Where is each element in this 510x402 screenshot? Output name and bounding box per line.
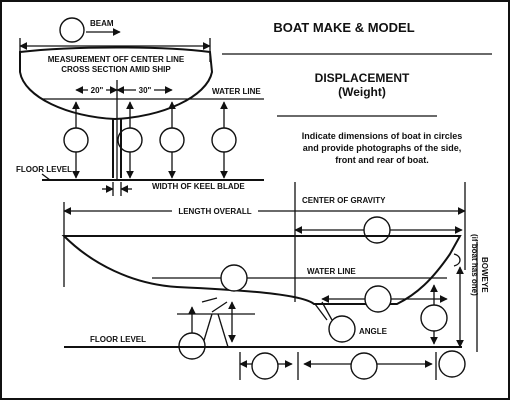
length-label-bg bbox=[172, 204, 258, 216]
form-title: BOAT MAKE & MODEL bbox=[273, 20, 414, 35]
front-water-line-label: WATER LINE bbox=[212, 87, 261, 96]
depth-circle-3[interactable] bbox=[159, 127, 185, 153]
bunk-leg-2 bbox=[217, 313, 229, 348]
bow-height-circle[interactable] bbox=[420, 304, 448, 332]
keel-width-label: WIDTH OF KEEL BLADE bbox=[152, 182, 245, 191]
bow-support-circle[interactable] bbox=[350, 352, 378, 380]
offset-20-bg bbox=[88, 84, 106, 94]
instructions-line-3: front and rear of boat. bbox=[335, 155, 429, 165]
side-floor-level-label: FLOOR LEVEL bbox=[90, 335, 146, 344]
beam-circle[interactable] bbox=[59, 17, 85, 43]
boweye-label: BOWEYE bbox=[480, 257, 489, 293]
keel-blade bbox=[112, 119, 122, 178]
trailer-support-circle[interactable] bbox=[364, 285, 392, 313]
center-of-gravity-label: CENTER OF GRAVITY bbox=[302, 196, 386, 205]
beam-label: BEAM bbox=[90, 19, 114, 28]
cg-distance-circle[interactable] bbox=[363, 216, 391, 244]
hull-side-profile bbox=[61, 235, 462, 305]
offset-30-label: 30" bbox=[139, 86, 152, 95]
instructions-line-1: Indicate dimensions of boat in circles bbox=[302, 131, 463, 141]
depth-circle-2[interactable] bbox=[117, 127, 143, 153]
front-floor-level-label: FLOOR LEVEL bbox=[16, 165, 72, 174]
instructions-line-2: and provide photographs of the side, bbox=[303, 143, 462, 153]
angle-label: ANGLE bbox=[359, 327, 388, 336]
measurement-label-1: MEASUREMENT OFF CENTER LINE bbox=[48, 55, 185, 64]
measurement-label-2: CROSS SECTION AMID SHIP bbox=[61, 65, 171, 74]
boweye-note: (if boat has one) bbox=[470, 234, 479, 296]
boweye-height-circle[interactable] bbox=[438, 350, 466, 378]
hull-cross-section bbox=[19, 46, 214, 121]
boweye-marker bbox=[453, 253, 461, 267]
weight-label: (Weight) bbox=[338, 85, 386, 99]
displacement-label: DISPLACEMENT bbox=[315, 71, 410, 85]
side-water-line-label: WATER LINE bbox=[307, 267, 356, 276]
stern-support-circle[interactable] bbox=[251, 352, 279, 380]
floor-level-leader bbox=[41, 173, 51, 181]
depth-circle-4[interactable] bbox=[211, 127, 237, 153]
waterline-circle[interactable] bbox=[220, 264, 248, 292]
angle-circle[interactable] bbox=[328, 315, 356, 343]
depth-circle-1[interactable] bbox=[63, 127, 89, 153]
offset-30-bg bbox=[136, 84, 154, 94]
offset-20-label: 20" bbox=[91, 86, 104, 95]
length-overall-label: LENGTH OVERALL bbox=[178, 207, 251, 216]
side-keel bbox=[201, 297, 333, 321]
angle-arc bbox=[314, 303, 328, 321]
